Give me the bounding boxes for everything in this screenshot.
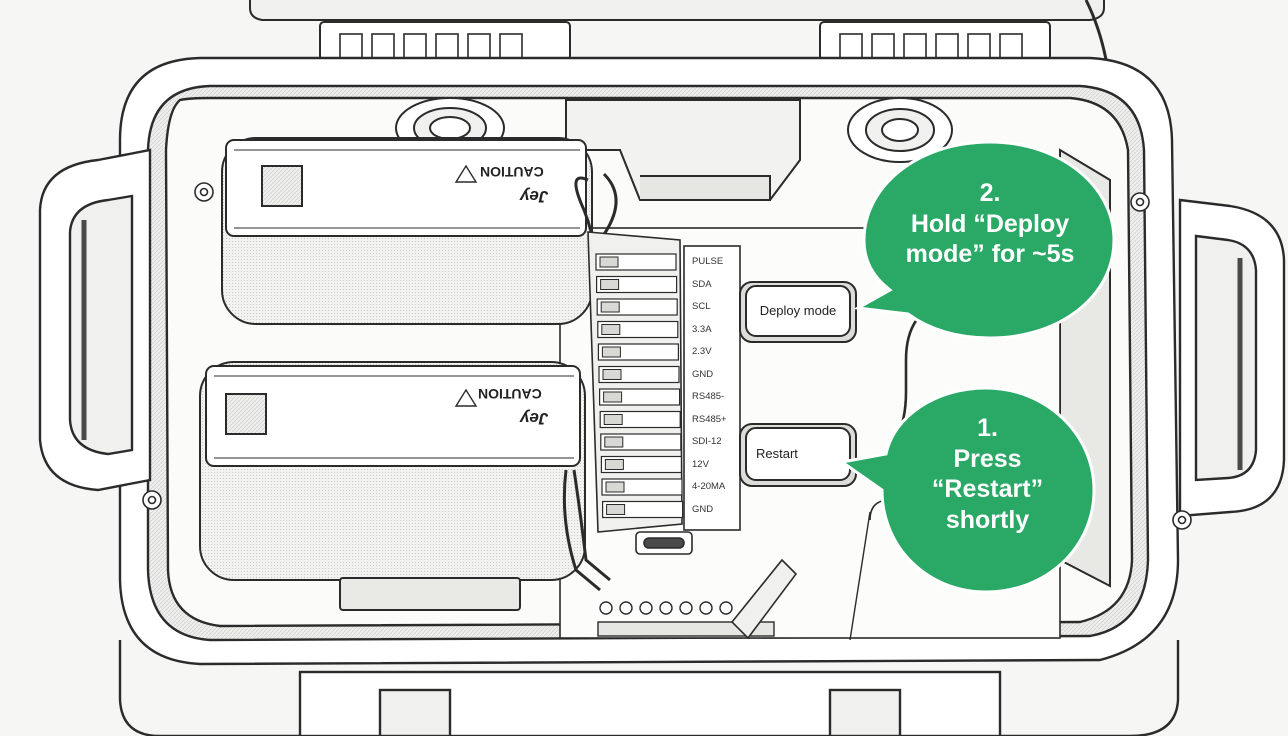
- battery-bracket: [340, 578, 520, 610]
- terminal-label: SDI-12: [692, 436, 740, 447]
- battery-top-caution: CAUTION: [480, 164, 544, 180]
- terminal-lever: [605, 460, 623, 470]
- terminal-lever: [600, 257, 618, 267]
- handle-right: [1180, 200, 1284, 516]
- terminal-label: 2.3V: [692, 346, 740, 357]
- terminal-lever: [602, 347, 620, 357]
- terminal-label: SCL: [692, 301, 740, 312]
- battery-bottom-brand: Jey: [520, 408, 548, 428]
- terminal-label: 4-20MA: [692, 481, 740, 492]
- terminal-label: RS485-: [692, 391, 740, 402]
- terminal-lever: [606, 482, 624, 492]
- terminal-label: SDA: [692, 279, 740, 290]
- terminal-lever: [603, 370, 621, 380]
- handle-left: [40, 150, 150, 490]
- deploy-mode-button[interactable]: Deploy mode: [746, 303, 850, 318]
- terminal-label: 12V: [692, 459, 740, 470]
- terminal-label: 3.3A: [692, 324, 740, 335]
- terminal-label: PULSE: [692, 256, 740, 267]
- terminal-lever: [605, 437, 623, 447]
- terminal-lever: [604, 415, 622, 425]
- terminal-lever: [601, 280, 619, 290]
- terminal-lever: [602, 325, 620, 335]
- terminal-label: GND: [692, 369, 740, 380]
- usb-c-port: [636, 532, 692, 554]
- battery-bottom-caution: CAUTION: [478, 386, 542, 402]
- restart-button[interactable]: Restart: [746, 446, 850, 461]
- terminal-lever: [607, 505, 625, 515]
- terminal-label: GND: [692, 504, 740, 515]
- battery-top-brand: Jey: [520, 186, 548, 206]
- terminal-label: RS485+: [692, 414, 740, 425]
- terminal-lever: [601, 302, 619, 312]
- terminal-lever: [604, 392, 622, 402]
